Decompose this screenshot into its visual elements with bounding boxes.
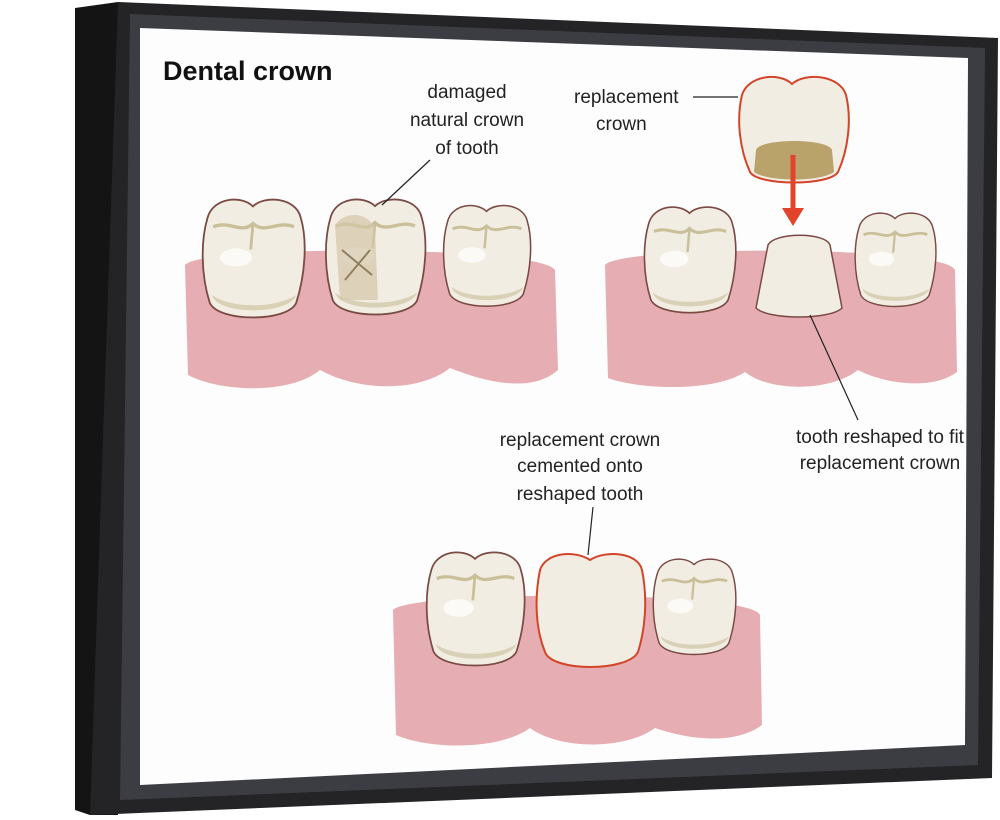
- scene-damaged-tooth: damaged natural crown of tooth: [185, 82, 558, 389]
- tooth: [651, 557, 738, 657]
- label-replacement-crown: crown: [596, 114, 647, 135]
- tooth: [642, 205, 738, 315]
- label-damaged: of tooth: [435, 138, 498, 159]
- label-replacement-crown: replacement: [574, 87, 679, 108]
- leader-line: [809, 314, 859, 421]
- diagram-title: Dental crown: [163, 56, 333, 86]
- tooth: [200, 197, 307, 320]
- tooth: [441, 203, 533, 308]
- damage-crack: [335, 214, 378, 300]
- tooth: [424, 550, 527, 668]
- label-reshaped: replacement crown: [800, 453, 961, 474]
- leader-line: [587, 506, 594, 556]
- cemented-crown: [535, 553, 647, 668]
- label-cemented: reshaped tooth: [517, 484, 644, 505]
- leader-line: [381, 159, 431, 206]
- reshaped-tooth-stump: [755, 234, 843, 318]
- scene-cemented-crown: replacement crown cemented onto reshaped…: [393, 430, 762, 746]
- label-damaged: natural crown: [410, 110, 524, 131]
- label-reshaped: tooth reshaped to fit: [796, 427, 965, 448]
- crack-lines: [341, 249, 373, 281]
- label-cemented: replacement crown: [500, 430, 661, 451]
- arrow-down-icon: [782, 208, 804, 226]
- label-cemented: cemented onto: [517, 456, 643, 477]
- tooth: [853, 211, 938, 309]
- scene-reshaped-tooth: replacement crown tooth reshaped to fit …: [574, 76, 965, 474]
- label-damaged: damaged: [427, 82, 506, 103]
